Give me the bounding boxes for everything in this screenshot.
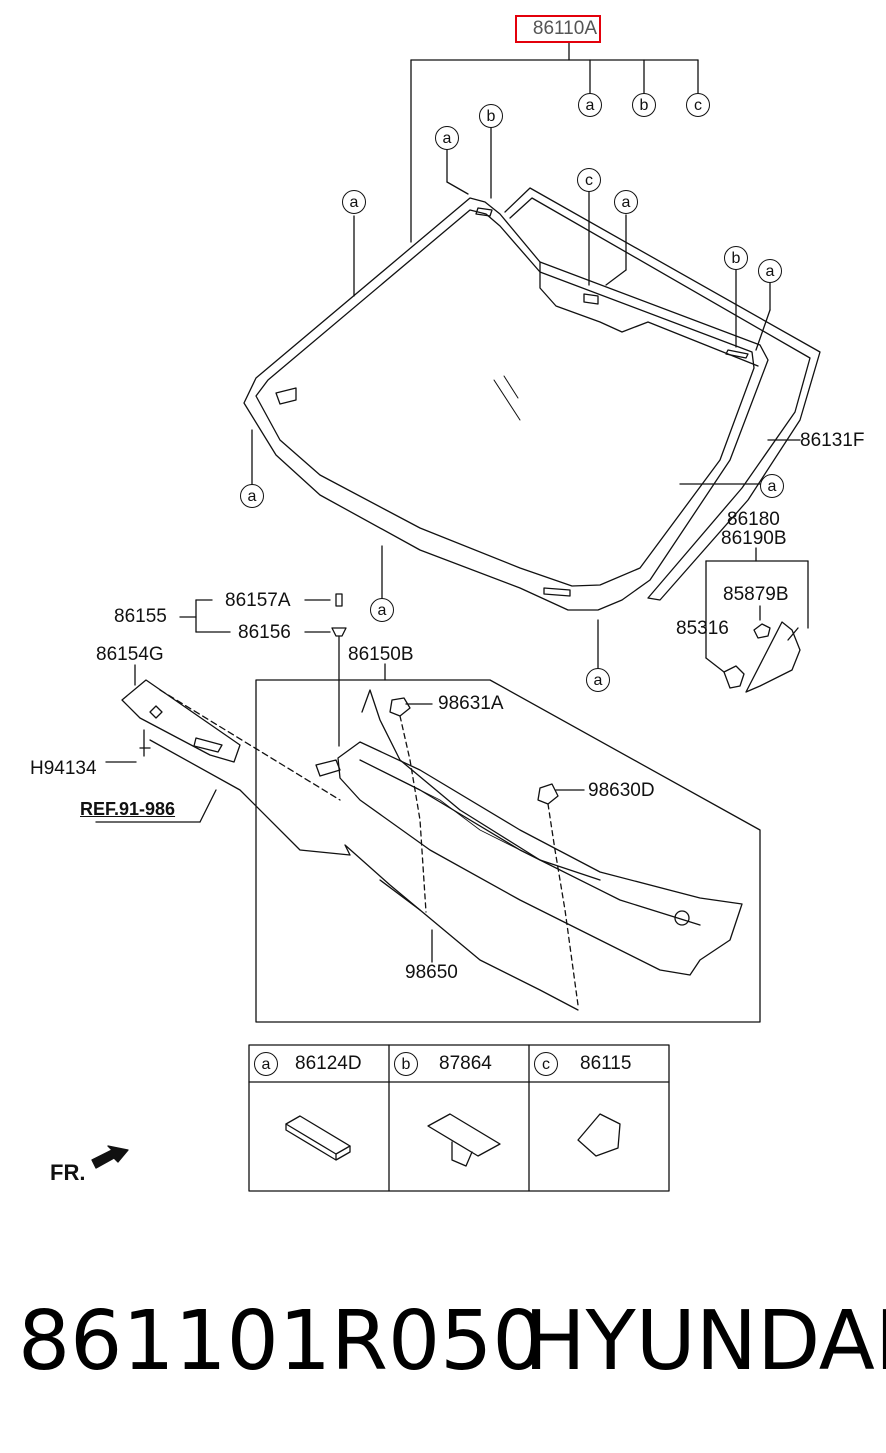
legend-cell-c: c 86115 (529, 1046, 669, 1082)
label-85316: 85316 (676, 618, 729, 639)
legend-cell-b: b 87864 (389, 1046, 529, 1082)
label-86157A: 86157A (225, 590, 291, 611)
legend-callout-c: c (534, 1052, 558, 1076)
callout-a: a (586, 668, 610, 692)
legend-part-86115 (577, 1113, 621, 1157)
callout-a: a (342, 190, 366, 214)
title-part-number: 86110A (515, 15, 601, 43)
label-86131F: 86131F (800, 430, 865, 451)
footer-brand: HYUNDAI (524, 1294, 886, 1389)
callout-a: a (370, 598, 394, 622)
label-98631A: 98631A (438, 693, 504, 714)
callout-a: a (760, 474, 784, 498)
legend-part-87864 (427, 1113, 501, 1167)
callout-a: a (240, 484, 264, 508)
callout-a: a (758, 259, 782, 283)
callout-a: a (614, 190, 638, 214)
label-86154G: 86154G (96, 644, 164, 665)
cowl-panel-box (255, 663, 761, 1023)
mirror-cover-group (705, 547, 809, 693)
legend-cell-a: a 86124D (249, 1046, 389, 1082)
washer-hose (95, 697, 585, 1011)
callout-b: b (479, 104, 503, 128)
label-H94134: H94134 (30, 758, 97, 779)
label-86150B: 86150B (348, 644, 414, 665)
label-86155: 86155 (114, 606, 167, 627)
label-86190B: 86190B (721, 528, 787, 549)
callout-b: b (632, 93, 656, 117)
legend-callout-a: a (254, 1052, 278, 1076)
legend-part-label-b: 87864 (439, 1053, 492, 1074)
label-85879B: 85879B (723, 584, 789, 605)
bracket-group-leaders (179, 593, 347, 747)
title-leader-lines (410, 42, 699, 243)
label-98630D: 98630D (588, 780, 655, 801)
callout-a: a (578, 93, 602, 117)
label-98650: 98650 (405, 962, 458, 983)
legend-part-label-a: 86124D (295, 1053, 362, 1074)
label-86180: 86180 (727, 509, 780, 530)
front-direction-label: FR. (50, 1160, 86, 1185)
label-86156: 86156 (238, 622, 291, 643)
callout-c: c (577, 168, 601, 192)
cowl-side-bracket (105, 664, 421, 911)
front-direction-arrow (91, 1145, 129, 1169)
legend-part-label-c: 86115 (580, 1053, 632, 1074)
callout-b: b (724, 246, 748, 270)
glass-callout-leaders (251, 127, 771, 669)
callout-c: c (686, 93, 710, 117)
windshield-molding (504, 187, 821, 601)
windshield-glass (243, 197, 769, 611)
callout-a: a (435, 126, 459, 150)
cowl-top-cover (315, 689, 743, 976)
reference-label: REF.91-986 (80, 799, 176, 819)
legend-callout-b: b (394, 1052, 418, 1076)
legend-table (248, 1044, 670, 1192)
legend-part-86124D (285, 1115, 351, 1161)
footer-part-number: 861101R050 (18, 1294, 545, 1389)
